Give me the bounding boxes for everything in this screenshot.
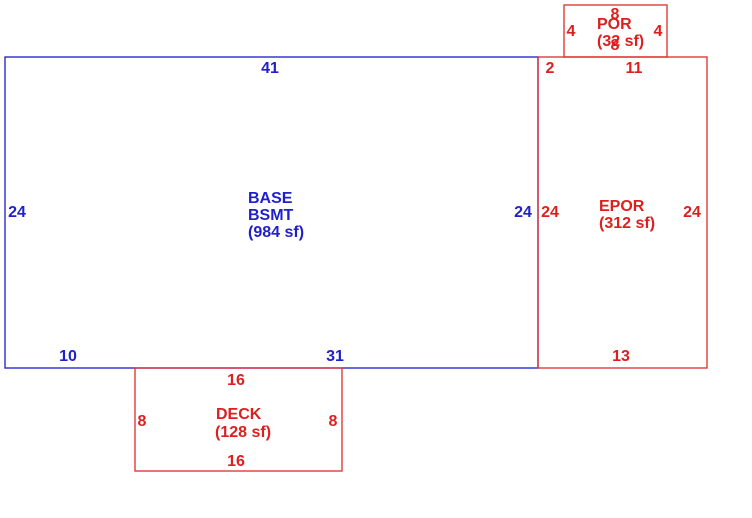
deck-dim-left: 8 <box>138 413 147 430</box>
epor-dim-bottom: 13 <box>612 348 630 365</box>
epor-dim-top-left: 2 <box>546 60 555 77</box>
epor-label: EPOR <box>599 198 645 215</box>
epor-area: 2 11 24 24 13 EPOR (312 sf) <box>537 56 708 369</box>
base-dim-left: 24 <box>8 204 26 221</box>
por-dim-bottom: 8 <box>611 37 620 54</box>
base-area: (984 sf) <box>248 224 304 241</box>
deck-dim-right: 8 <box>329 413 338 430</box>
deck-area: 16 8 8 16 DECK (128 sf) <box>134 367 343 472</box>
deck-label: DECK <box>216 406 262 423</box>
epor-area-text: (312 sf) <box>599 215 655 232</box>
base-dim-right: 24 <box>514 204 532 221</box>
epor-dim-top: 11 <box>626 60 643 77</box>
epor-dim-right: 24 <box>683 204 701 221</box>
base-dim-bottom-right: 31 <box>326 348 344 365</box>
deck-dim-top: 16 <box>227 372 245 389</box>
base-dim-top: 41 <box>261 60 279 77</box>
deck-outline <box>134 367 343 472</box>
epor-dim-left: 24 <box>541 204 559 221</box>
por-outline <box>563 4 668 58</box>
por-area-text: (32 sf) <box>597 33 644 50</box>
deck-dim-bottom: 16 <box>227 453 245 470</box>
por-dim-top: 8 <box>611 6 620 23</box>
por-area: 8 4 4 8 POR (32 sf) <box>563 4 668 58</box>
base-dim-bottom-left: 10 <box>59 348 77 365</box>
base-label: BASE <box>248 190 293 207</box>
por-dim-right: 4 <box>654 23 663 40</box>
base-bsmt-area: 41 24 24 10 31 BASE BSMT (984 sf) <box>4 56 539 369</box>
deck-area-text: (128 sf) <box>215 424 271 441</box>
por-label: POR <box>597 16 632 33</box>
base-sublabel: BSMT <box>248 207 294 224</box>
por-dim-left: 4 <box>567 23 576 40</box>
